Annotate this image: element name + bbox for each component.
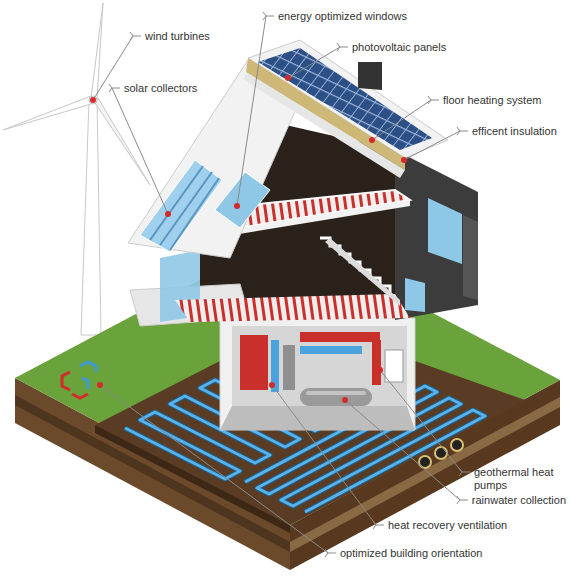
heated-floor (175, 294, 410, 322)
callout-label: wind turbines (145, 30, 210, 43)
callout-label: heat recovery ventilation (388, 519, 507, 532)
pipe-opening (451, 439, 463, 451)
duct (300, 346, 362, 354)
leader-dot (342, 397, 348, 403)
turbine-blade (3, 96, 91, 130)
callout-label: efficent insulation (472, 125, 557, 138)
leader-line (237, 16, 274, 206)
callout-label: rainwater collection (472, 494, 566, 507)
window (405, 278, 425, 312)
leader-bracket (325, 549, 328, 557)
leader-dot (90, 97, 96, 103)
leader-dot (269, 382, 275, 388)
callout-label: energy optimized windows (278, 10, 407, 23)
duct (372, 340, 381, 385)
basement-wall (232, 326, 407, 406)
boiler-unit (240, 335, 268, 390)
compass-mark (62, 372, 70, 390)
callout-label: photovoltaic panels (352, 41, 446, 54)
duct (300, 332, 380, 342)
pit-edge (95, 425, 290, 533)
compass-mark (72, 394, 88, 398)
leader-bracket (337, 43, 340, 51)
leader-dot (234, 203, 240, 209)
stair-rail (325, 238, 400, 306)
leader-dot (97, 382, 103, 388)
leader-line (380, 370, 470, 472)
basement-floor (220, 406, 415, 430)
leader-dot (165, 211, 171, 217)
basement-frame (220, 318, 415, 430)
callout-label: floor heating system (443, 94, 541, 107)
ventilation-unit (385, 350, 403, 382)
leader-bracket (428, 96, 431, 104)
leader-line (288, 47, 348, 78)
leader-line (345, 400, 468, 500)
tank-highlight (306, 391, 366, 395)
callout-label: solar collectors (124, 82, 197, 95)
side-wall (395, 150, 478, 320)
compass-mark (80, 362, 96, 372)
leader-line (272, 385, 384, 525)
insulation (246, 58, 405, 170)
ground-pit (95, 320, 525, 525)
turbine-hub (89, 96, 97, 104)
water-tank (300, 388, 372, 406)
leader-dot (285, 75, 291, 81)
pump (283, 345, 295, 390)
collector-tube (150, 166, 219, 250)
leader-bracket (457, 496, 460, 504)
leader-bracket (130, 32, 133, 40)
turbine-blade (91, 3, 103, 99)
leader-dot (369, 137, 375, 143)
callout-label: optimized building orientation (340, 547, 482, 560)
callout-label: geothermal heat pumps (474, 466, 560, 492)
leader-line (404, 131, 468, 160)
pipe-opening (435, 447, 447, 459)
leader-dot (401, 157, 407, 163)
leader-line (100, 385, 336, 553)
solar-collector (140, 160, 222, 252)
skylight (215, 172, 270, 228)
window (428, 198, 462, 264)
leader-bracket (457, 127, 460, 135)
turbine-tower (81, 100, 101, 335)
wall-trim (463, 215, 478, 300)
leader-bracket (459, 468, 462, 476)
leader-line (112, 88, 168, 214)
chimney (358, 62, 382, 90)
leader-line (372, 100, 439, 140)
leader-bracket (109, 84, 112, 92)
leader-bracket (373, 521, 376, 529)
compass-mark (82, 378, 88, 389)
leader-dot (377, 367, 383, 373)
leader-bracket (263, 12, 266, 20)
